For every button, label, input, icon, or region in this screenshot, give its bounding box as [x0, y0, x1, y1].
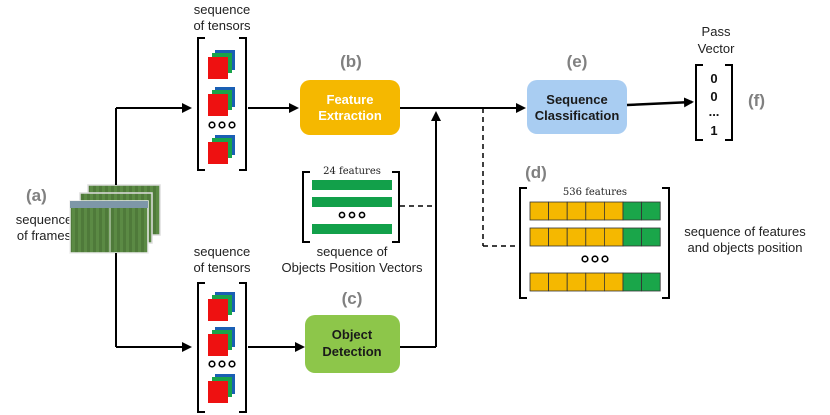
feature-cell: [529, 272, 550, 292]
sequence-classification-label-line1: Sequence: [546, 92, 607, 107]
tensors-bottom-label-line2: of tensors: [193, 260, 251, 275]
tag-b: (b): [340, 52, 362, 71]
object-detection-label-line1: Object: [332, 327, 373, 342]
feature-cell: [604, 201, 624, 221]
tag-f: (f): [748, 91, 765, 110]
feature-cell: [548, 227, 568, 247]
pass-vector-value-1: 0: [710, 89, 717, 104]
feature-extraction-label-line1: Feature: [327, 92, 374, 107]
arrow-to-pass-vector: [626, 97, 694, 108]
tag-c: (c): [342, 289, 363, 308]
feature-cell: [604, 272, 624, 292]
input-frames-image: [69, 184, 161, 254]
object-cell: [622, 227, 643, 247]
feature-extraction-box: [300, 80, 400, 135]
pass-vector-label-line2: Vector: [698, 41, 736, 56]
tensor-stack-top: [197, 37, 247, 171]
combined-sequence-block: [519, 187, 670, 299]
feature-extraction-label-line2: Extraction: [318, 108, 382, 123]
ellipsis-dot: [581, 255, 589, 263]
feature-cell: [585, 227, 605, 247]
object-cell: [622, 201, 643, 221]
object-detection-box: [305, 315, 400, 373]
pass-vector-brackets: [695, 64, 733, 141]
object-cell: [641, 227, 661, 247]
feature-cell: [548, 201, 568, 221]
tag-e: (e): [567, 52, 588, 71]
ellipsis-dot: [591, 255, 599, 263]
position-vectors-count: 24 features: [323, 166, 381, 177]
combined-count: 536 features: [563, 187, 627, 198]
combined-label-line1: sequence of features: [684, 224, 806, 239]
tensors-top-label-line2: of tensors: [193, 18, 251, 33]
position-vectors-label-line1: sequence of: [317, 244, 388, 259]
sequence-classification-label-line2: Classification: [535, 108, 620, 123]
object-detection-label-line2: Detection: [322, 344, 381, 359]
tensors-top-label-line1: sequence: [194, 2, 250, 17]
tag-d: (d): [525, 163, 547, 182]
combined-rows: [529, 201, 661, 292]
feature-cell: [566, 227, 587, 247]
input-label-line2: of frames: [17, 228, 72, 243]
feature-cell: [566, 201, 587, 221]
combined-label-line2: and objects position: [688, 240, 803, 255]
position-vectors-label-line2: Objects Position Vectors: [282, 260, 423, 275]
pass-vector-label-line1: Pass: [702, 24, 731, 39]
feature-cell: [604, 227, 624, 247]
pass-vector-value-3: 1: [710, 123, 717, 138]
object-cell: [622, 272, 643, 292]
feature-cell: [585, 201, 605, 221]
object-cell: [641, 272, 661, 292]
tag-a: (a): [26, 186, 47, 205]
sequence-classification-box: [527, 80, 627, 134]
feature-cell: [529, 201, 550, 221]
feature-cell: [566, 272, 587, 292]
input-label-line1: sequence: [16, 212, 72, 227]
pass-vector-value-2: ...: [709, 104, 720, 119]
feature-cell: [585, 272, 605, 292]
tensor-stack-bottom: [197, 282, 247, 413]
feature-cell: [548, 272, 568, 292]
ellipsis-dot: [601, 255, 609, 263]
pass-vector-value-0: 0: [710, 71, 717, 86]
position-vectors-block: [302, 171, 400, 243]
object-cell: [641, 201, 661, 221]
feature-cell: [529, 227, 550, 247]
tensors-bottom-label-line1: sequence: [194, 244, 250, 259]
